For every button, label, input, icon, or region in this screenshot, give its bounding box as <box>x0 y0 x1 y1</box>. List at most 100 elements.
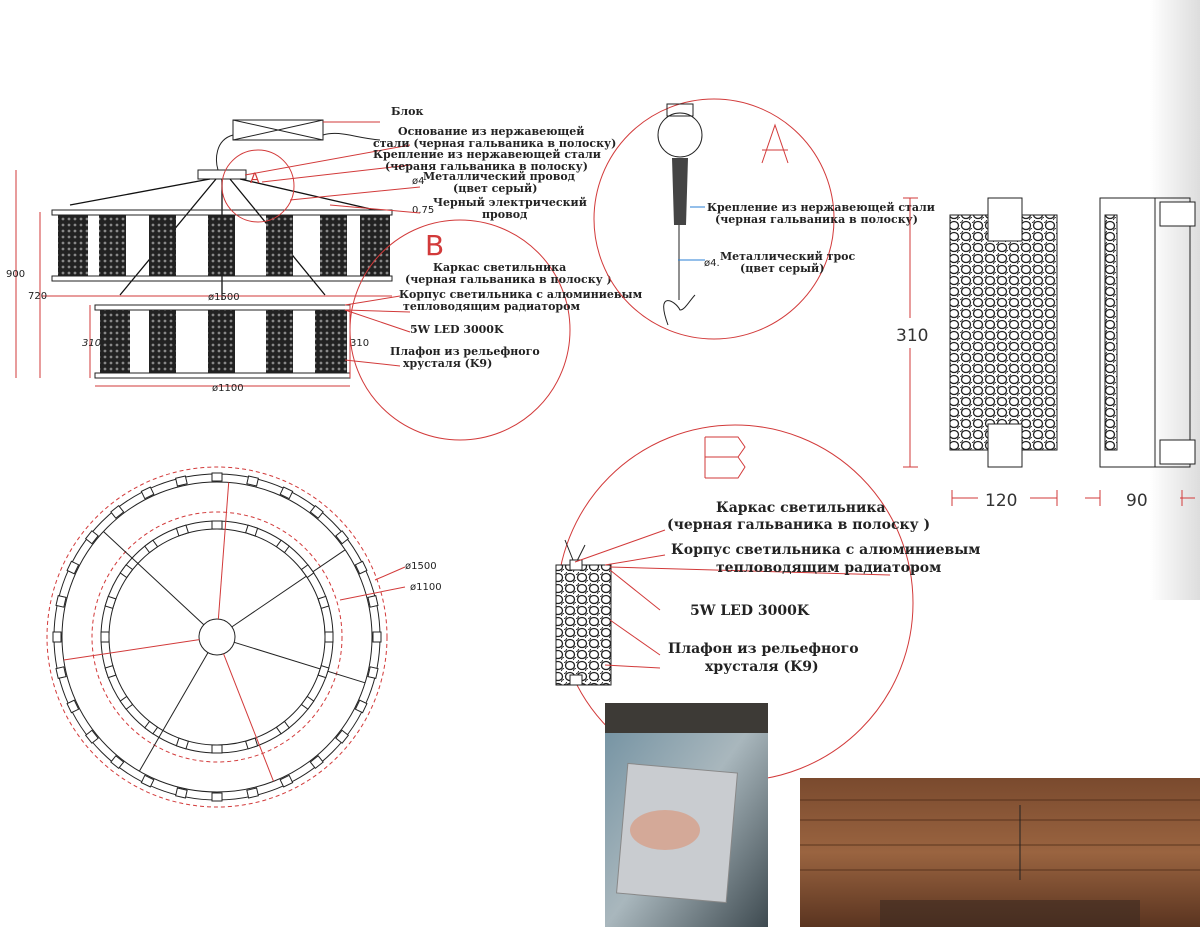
dim-d4: ø4 <box>412 176 424 187</box>
label-led: 5W LED 3000K <box>410 323 504 336</box>
detail-a-cable: Металлический трос <box>720 250 855 263</box>
plan-bracket <box>317 595 330 610</box>
dim-720: 720 <box>28 291 47 302</box>
callout-a-letter: A <box>250 171 260 187</box>
plan-dim-d1500: ø1500 <box>405 561 437 572</box>
plan-bracket <box>309 504 324 519</box>
detail-b-shade-2: хрусталя (K9) <box>705 659 819 675</box>
label-base-2: стали (черная гальваника в полоску) <box>373 137 616 150</box>
plan-bracket <box>55 666 67 679</box>
plan-bracket <box>354 699 368 714</box>
plan-bracket <box>175 524 190 537</box>
plan-bracket <box>104 595 117 610</box>
plan-bracket <box>110 755 125 770</box>
installed-chandelier-photo <box>800 778 1200 927</box>
plan-spoke <box>103 531 205 626</box>
plan-bracket <box>52 631 62 643</box>
callout-circle-b <box>349 219 571 441</box>
plan-bracket <box>119 695 134 710</box>
elevation-view: 900 720 ø1500 ø1100 310 310 ø4 0.75 A B … <box>6 105 643 441</box>
detail-b-body: Корпус светильника с алюминиевым <box>671 542 980 558</box>
label-base: Основание из нержавеющей <box>398 125 584 138</box>
plan-bracket <box>175 475 188 487</box>
detail-a-mount: Крепление из нержавеющей стали <box>707 201 935 214</box>
plan-spoke <box>231 549 346 628</box>
label-mount: Крепление из нержавеющей стали <box>373 148 601 161</box>
plan-bracket <box>175 787 188 799</box>
plan-dim-d1100: ø1100 <box>410 582 442 593</box>
plan-bracket <box>275 539 290 554</box>
detail-a-mount-2: (черная гальваника в полоску) <box>715 213 918 226</box>
page-edge-shadow <box>1150 0 1200 600</box>
panel-front-view <box>949 197 1058 468</box>
plan-bracket <box>140 486 155 500</box>
callout-b-letter: B <box>425 229 444 262</box>
plan-bracket <box>275 720 290 735</box>
plan-bracket <box>335 530 350 545</box>
plan-bracket <box>84 729 99 744</box>
plan-bracket <box>367 666 379 679</box>
plan-bracket <box>279 774 294 788</box>
plan-bracket <box>354 560 368 575</box>
plan-bracket <box>324 631 334 643</box>
plan-bracket <box>372 631 382 643</box>
plan-bracket <box>246 475 259 487</box>
plan-spoke <box>63 639 200 661</box>
plan-bracket <box>119 564 134 579</box>
plan-bracket <box>144 539 159 554</box>
plan-spoke <box>234 641 366 684</box>
detail-b-shade: Плафон из рельефного <box>668 641 859 657</box>
plan-bracket <box>300 695 315 710</box>
dim-310-left: 310 <box>82 338 101 349</box>
plan-bracket <box>175 737 190 750</box>
driver-box <box>232 119 324 141</box>
upper-crystal-panels <box>58 215 390 276</box>
plan-spoke <box>138 652 209 772</box>
label-wire-2: (цвет серый) <box>453 182 537 195</box>
detail-a: A Крепление из нержавеющей стали (черная… <box>593 98 935 340</box>
label-elec: Черный электрический <box>433 196 587 209</box>
label-mount-2: (черaня гальваника в полоску) <box>385 160 588 173</box>
dim-panel-width: 120 <box>985 491 1017 511</box>
dim-panel-depth: 90 <box>1126 491 1148 511</box>
plan-bracket <box>244 737 259 750</box>
label-block: Блок <box>391 105 423 118</box>
plan-bracket <box>211 792 223 802</box>
plan-bracket <box>84 530 99 545</box>
panel-side-view <box>1099 197 1196 468</box>
detail-b-frame-2: (черная гальваника в полоску ) <box>667 517 930 533</box>
label-wire: Металлический провод <box>423 170 575 183</box>
detail-b-led: 5W LED 3000K <box>690 603 810 619</box>
dim-900: 900 <box>6 269 25 280</box>
plan-bracket <box>66 699 80 714</box>
plan-bracket <box>317 664 330 679</box>
plan-bracket <box>300 564 315 579</box>
plan-bracket <box>309 755 324 770</box>
plan-bracket <box>211 520 223 530</box>
plan-bracket <box>55 595 67 608</box>
label-frame-2: (черная гальваника в полоску ) <box>405 273 612 286</box>
plan-bracket <box>140 774 155 788</box>
canopy <box>197 169 247 180</box>
dim-d1500: ø1500 <box>208 292 240 303</box>
plan-bracket <box>104 664 117 679</box>
plan-bracket <box>367 595 379 608</box>
plan-bracket <box>211 744 223 754</box>
label-shade: Плафон из рельефного <box>390 345 540 358</box>
dim-d1100: ø1100 <box>212 383 244 394</box>
plan-bracket <box>279 486 294 500</box>
crystal-sample-photo <box>605 703 768 927</box>
plan-bracket <box>244 524 259 537</box>
plan-bracket <box>66 560 80 575</box>
plan-bracket <box>110 504 125 519</box>
detail-b-frame: Каркас светильника <box>716 500 886 516</box>
dim-panel-height: 310 <box>896 326 928 346</box>
plan-bracket <box>144 720 159 735</box>
label-shade-2: хрусталя (K9) <box>403 357 492 370</box>
label-body: Корпус светильника с алюминиевым <box>399 288 643 301</box>
detail-b-body-2: тепловодящим радиатором <box>716 560 941 576</box>
plan-bracket <box>335 729 350 744</box>
plan-view: ø1500 ø1100 <box>46 466 442 808</box>
dim-310-right: 310 <box>350 338 369 349</box>
